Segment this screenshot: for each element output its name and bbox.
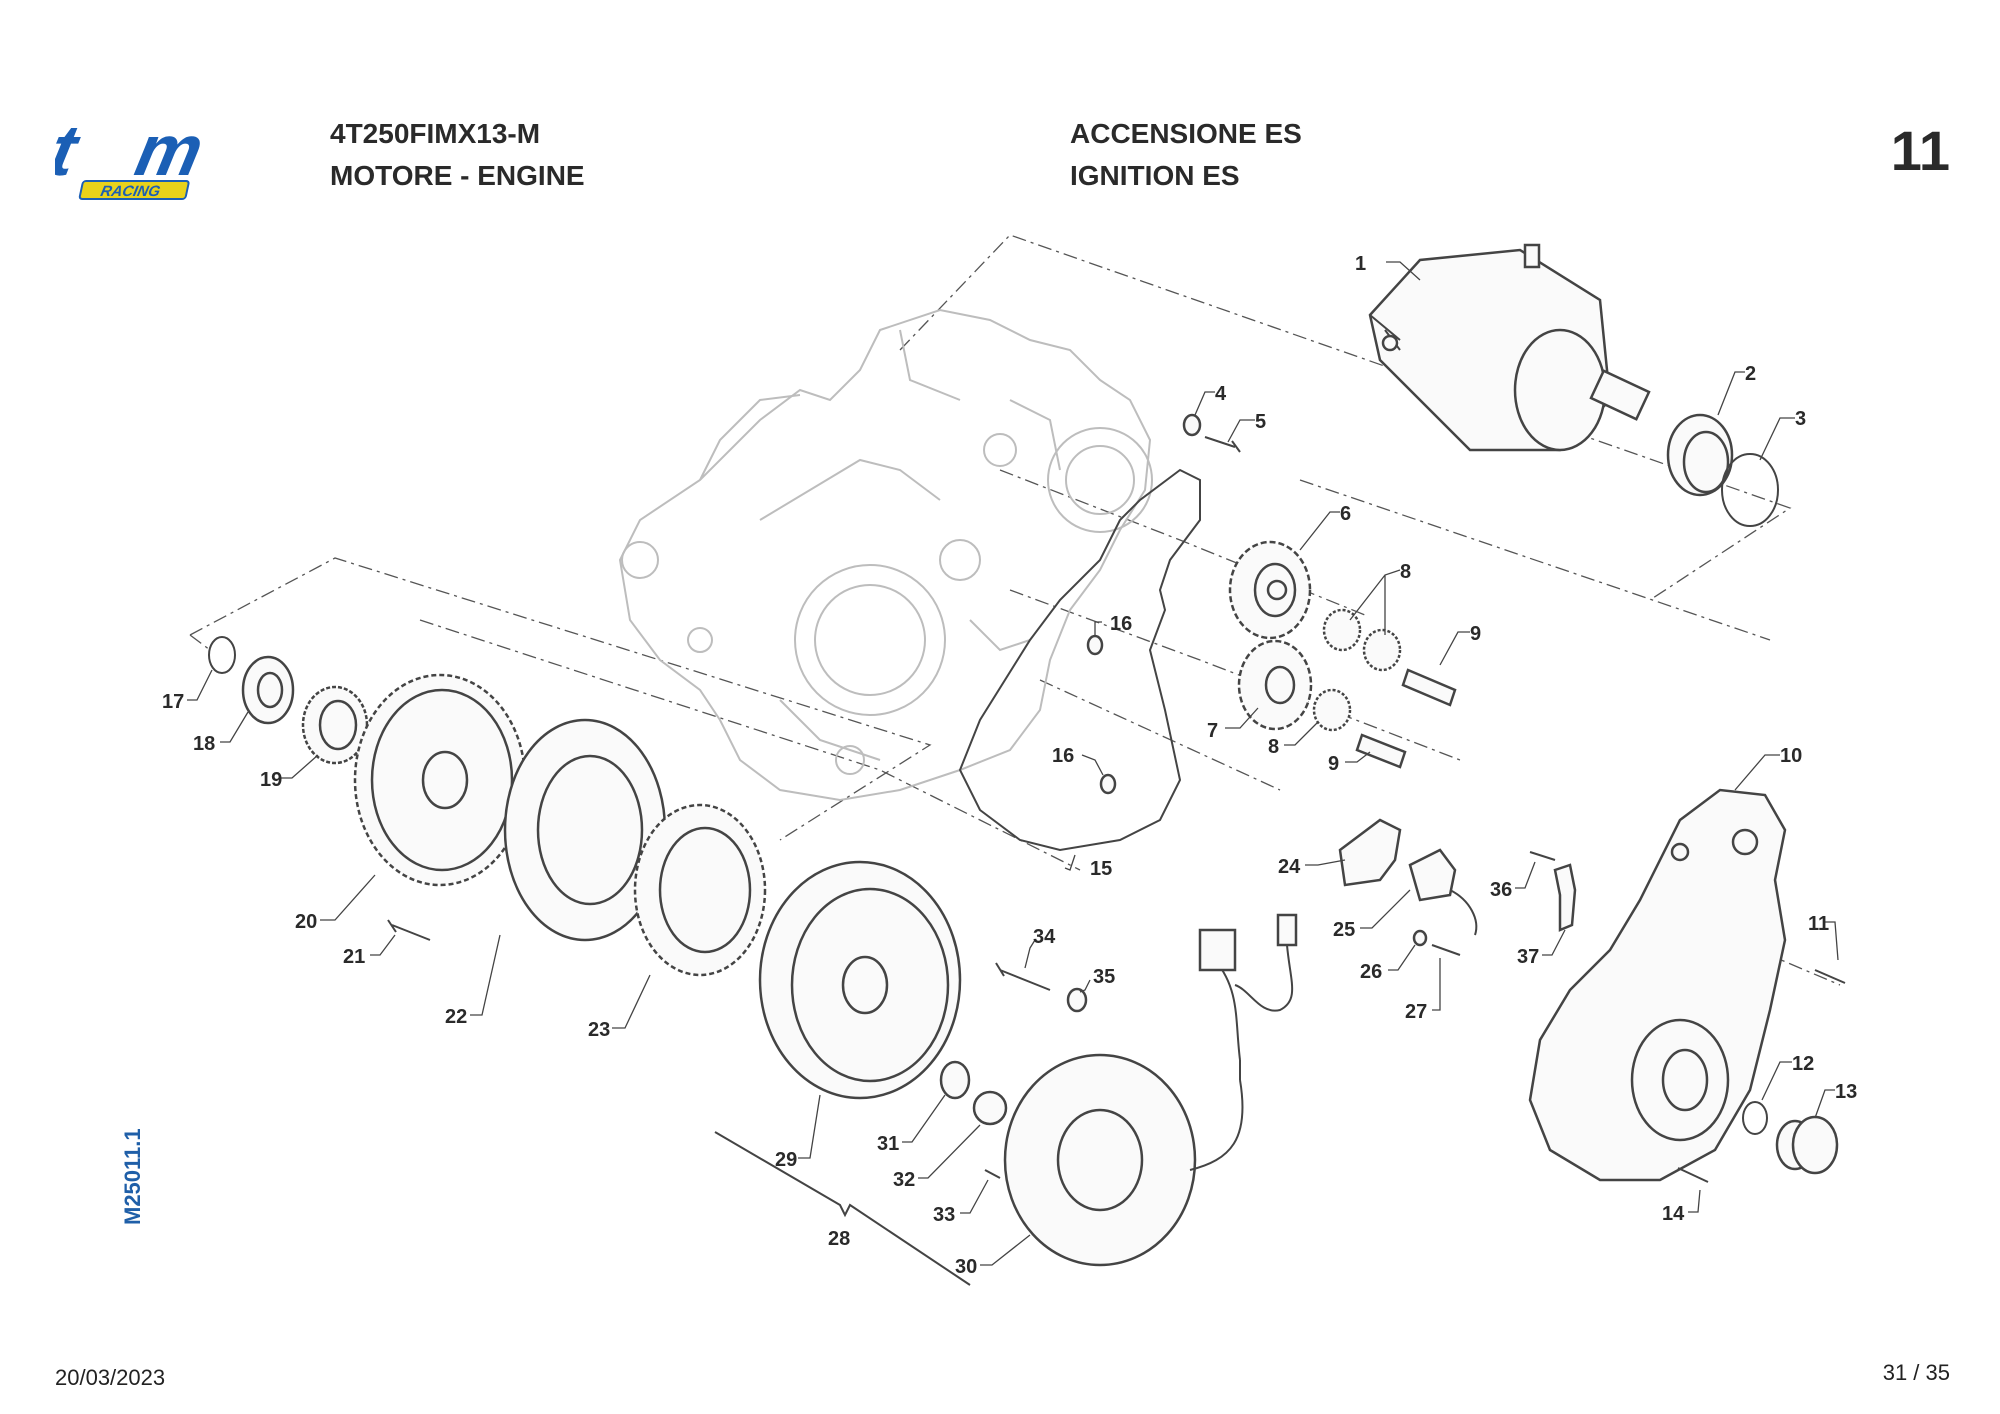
page-group-number: 11 [1890,119,1950,182]
washer-31 [939,1060,971,1100]
callout-36: 36 [1490,879,1512,901]
shaft-pins-9 [1355,668,1457,769]
callout-18: 18 [193,733,215,755]
callout-16b: 16 [1052,745,1074,767]
callout-20: 20 [295,911,317,933]
callout-27: 27 [1405,1001,1427,1023]
key-33 [984,1169,1001,1179]
callout-13: 13 [1835,1081,1857,1103]
washer-35 [1066,987,1088,1013]
callout-3: 3 [1795,408,1806,430]
one-way-clutch-23 [633,803,767,977]
callout-12: 12 [1792,1053,1814,1075]
callout-33: 33 [933,1204,955,1226]
stator-30 [1003,913,1298,1267]
gear-7 [1237,639,1313,731]
callout-17: 17 [162,691,184,713]
callout-26: 26 [1360,961,1382,983]
nut-32 [972,1090,1008,1126]
needle-bearings-8 [1312,608,1402,732]
dowel-16a [1086,634,1104,656]
callout-8a: 8 [1400,561,1411,583]
screw-14 [1677,1167,1709,1183]
callout-31: 31 [877,1133,899,1155]
screw-11 [1814,969,1846,984]
cover-gasket-15 [958,468,1201,852]
leader-lines [187,261,1839,1266]
flywheel-29 [758,860,962,1100]
callout-6: 6 [1340,503,1351,525]
group-title-en: IGNITION ES [1070,160,1240,191]
callout-37: 37 [1517,946,1539,968]
assembly-frame-left [189,634,211,651]
callout-25: 25 [1333,919,1355,941]
callout-35: 35 [1093,966,1115,988]
callout-15: 15 [1090,858,1112,880]
callout-1: 1 [1355,253,1366,275]
gear-6 [1228,540,1312,640]
starter-motor [1368,243,1651,452]
callout-2: 2 [1745,363,1756,385]
callout-32: 32 [893,1169,915,1191]
crankcase-outline [618,308,1153,802]
callout-4: 4 [1215,383,1227,405]
bracket-24 [1338,818,1402,887]
screw-34 [995,962,1051,991]
callout-labels: 1 2 3 4 5 6 7 8 8 9 9 10 11 12 13 14 15 … [162,253,1857,1278]
clamp-37 [1553,863,1577,932]
callout-22: 22 [445,1006,467,1028]
roller-bearing-19 [301,685,369,765]
model-code: 4T250FIMX13-M [330,118,541,149]
callout-19: 19 [260,769,282,791]
callout-9b: 9 [1328,753,1339,775]
washer-26 [1412,929,1428,947]
drawing-code: M25011.1 [120,1128,145,1225]
callout-16a: 16 [1110,613,1132,635]
pickup-sensor-25 [1408,848,1457,902]
starter-bushing [1666,413,1734,497]
dowel-16b [1099,773,1117,795]
callout-8b: 8 [1268,736,1279,758]
callout-10: 10 [1780,745,1802,767]
callout-30: 30 [955,1256,977,1278]
callout-11: 11 [1808,913,1829,935]
callout-21: 21 [343,946,365,968]
starter-gear-20 [353,673,527,887]
circlip-17 [208,636,236,674]
callout-28: 28 [828,1228,850,1250]
plate-18 [241,655,295,725]
o-ring-3 [1721,453,1779,527]
bracket-28 [714,1131,971,1286]
callout-7: 7 [1207,720,1218,742]
assembly-frame-clutch [189,557,932,841]
cap-13 [1775,1115,1839,1175]
o-ring-12 [1742,1101,1768,1135]
screw-5 [1204,436,1241,453]
callout-34: 34 [1033,926,1056,948]
assembly-frame-starter [899,234,1792,601]
tm-racing-logo: tm RACING [55,125,210,200]
screw-27 [1431,944,1461,956]
logo-sub-text: RACING [99,183,162,200]
screw-21 [387,919,431,941]
callout-9a: 9 [1470,623,1481,645]
washer-4 [1182,413,1202,437]
section-title: MOTORE - ENGINE [330,160,585,191]
logo-racing-band [78,180,190,200]
callout-24: 24 [1278,856,1301,878]
screw-36 [1529,851,1556,861]
group-title-it: ACCENSIONE ES [1070,118,1302,149]
pickup-wire [1449,889,1478,936]
page-counter: 31 / 35 [1882,1360,1950,1385]
callout-29: 29 [775,1149,797,1171]
ignition-cover-10 [1528,788,1787,1182]
callout-14: 14 [1662,1203,1685,1225]
freewheel-housing-22 [503,718,667,942]
callout-5: 5 [1255,411,1266,433]
callout-23: 23 [588,1019,610,1041]
print-date: 20/03/2023 [55,1365,166,1390]
